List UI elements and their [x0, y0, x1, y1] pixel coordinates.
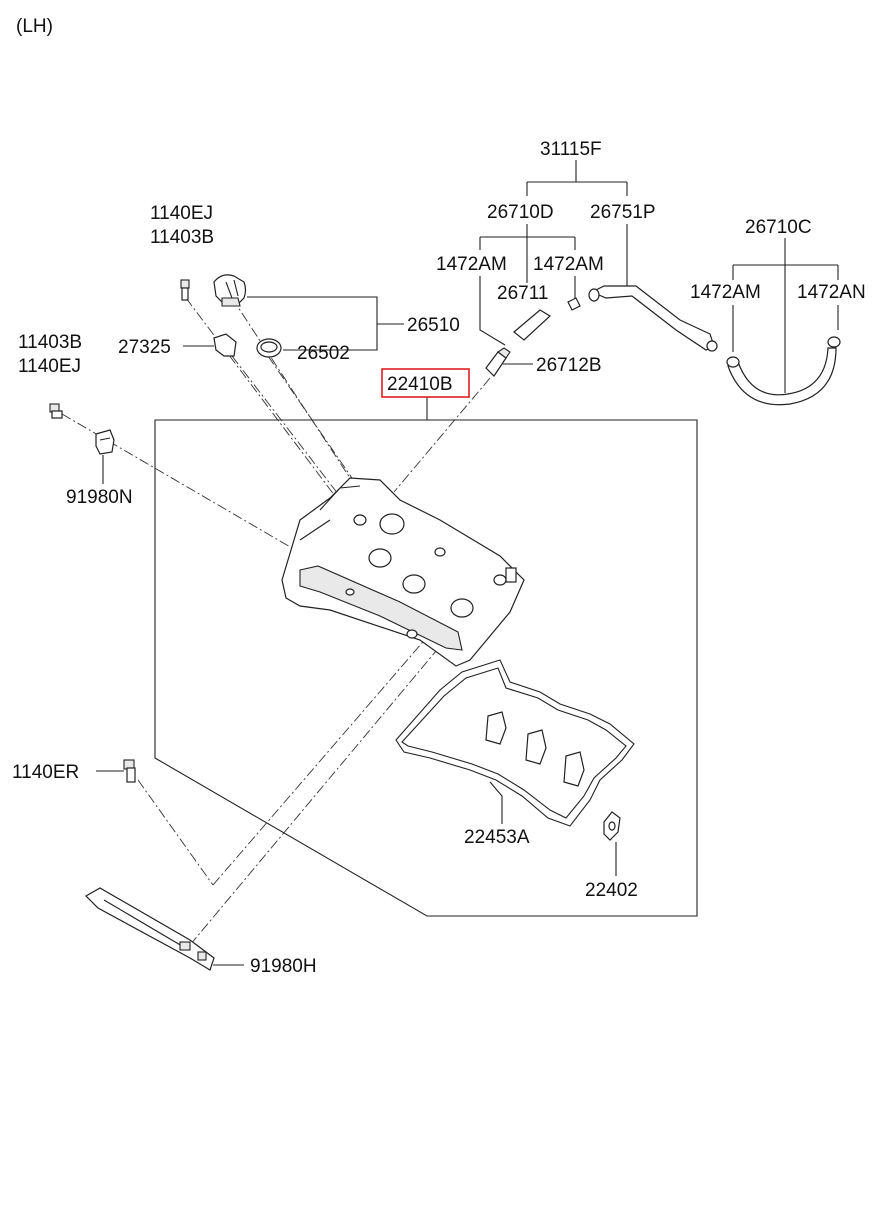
small-clamp-icon [567, 297, 581, 311]
label-27325[interactable]: 27325 [118, 337, 171, 358]
assembly-outline [154, 419, 698, 917]
label-22410B[interactable]: 22410B [387, 374, 453, 395]
plug-tube-gasket-icon [603, 811, 621, 841]
label-1140EJ-top[interactable]: 1140EJ [150, 203, 213, 224]
side-label: (LH) [16, 16, 53, 37]
label-1472AM-c[interactable]: 1472AM [690, 282, 761, 303]
label-26502[interactable]: 26502 [297, 343, 350, 364]
label-1140EJ-left[interactable]: 1140EJ [18, 356, 81, 377]
label-26751P[interactable]: 26751P [590, 202, 656, 223]
valve-cover-gasket-icon [395, 659, 635, 827]
breather-pipe-icon [588, 285, 718, 352]
label-1140ER[interactable]: 1140ER [12, 762, 79, 783]
label-91980H[interactable]: 91980H [250, 956, 317, 977]
label-1472AM-a[interactable]: 1472AM [436, 254, 507, 275]
bolt-icon [123, 759, 136, 783]
wiring-bracket-icon [85, 887, 215, 971]
bolt-icon [49, 403, 63, 419]
valve-cover-icon [281, 477, 525, 667]
clip-icon [95, 429, 115, 455]
label-91980N[interactable]: 91980N [66, 487, 133, 508]
oil-filler-cap-icon [213, 274, 247, 307]
label-26712B[interactable]: 26712B [536, 355, 602, 376]
label-22453A[interactable]: 22453A [464, 827, 530, 848]
label-31115F[interactable]: 31115F [540, 139, 602, 160]
label-26710D[interactable]: 26710D [487, 202, 554, 223]
label-11403B-left[interactable]: 11403B [18, 332, 82, 353]
label-22402[interactable]: 22402 [585, 880, 638, 901]
pcv-valve-icon [485, 347, 511, 377]
breather-hose-icon [513, 309, 551, 341]
label-11403B-top[interactable]: 11403B [150, 227, 214, 248]
label-26510[interactable]: 26510 [407, 315, 460, 336]
leader-lines [96, 160, 839, 966]
label-1472AM-b[interactable]: 1472AM [533, 254, 604, 275]
gasket-ring-icon [256, 338, 282, 358]
bolt-icon [180, 279, 190, 301]
bracket-icon [213, 333, 237, 357]
hose-icon [726, 336, 841, 406]
part-labels: 31115F 26710D 26751P 26710C 1472AM 1472A… [12, 139, 866, 977]
label-26710C[interactable]: 26710C [745, 217, 812, 238]
label-26711[interactable]: 26711 [497, 283, 548, 304]
label-1472AN[interactable]: 1472AN [797, 282, 866, 303]
highlight-box [381, 368, 470, 398]
